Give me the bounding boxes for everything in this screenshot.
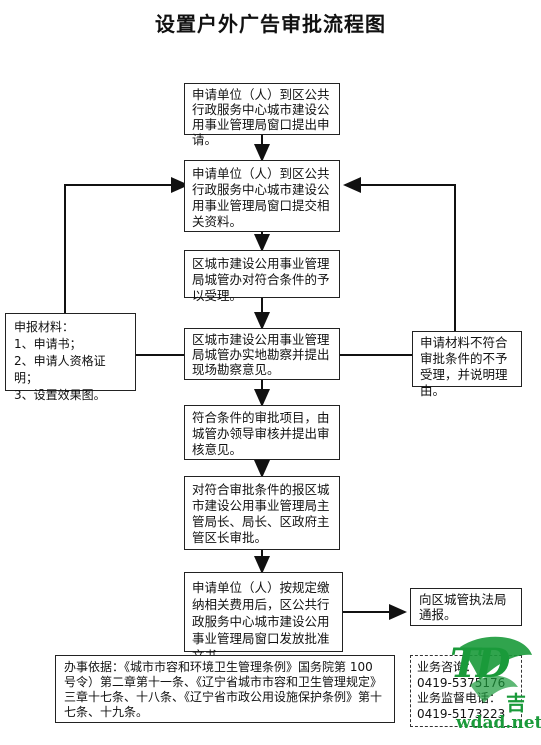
step-4-text: 区城市建设公用事业管理局城管办实地勘察并提出现场勘察意见。 xyxy=(192,332,330,377)
contact-box: 业务咨询： 0419-5375176 业务监督电话： 0419-5173223 xyxy=(410,655,522,727)
step-6-text: 对符合审批条件的报区城市建设公用事业管理局主管局长、局长、区政府主管区长审批。 xyxy=(192,482,330,545)
page-title: 设置户外广告审批流程图 xyxy=(155,12,386,36)
watermark-site: wdad.net xyxy=(456,713,541,733)
step-2-submit-materials: 申请单位（人）到区公共行政服务中心城市建设公用事业管理局窗口提交相关资料。 xyxy=(184,160,340,232)
step-3-text: 区城市建设公用事业管理局城管办对符合条件的予以受理。 xyxy=(192,256,330,303)
arrow-reject-loop xyxy=(340,177,456,356)
step-1-submit-application: 申请单位（人）到区公共行政服务中心城市建设公用事业管理局窗口提出申请。 xyxy=(184,83,340,147)
step-5-review: 符合条件的审批项目，由城管办领导审核并提出审核意见。 xyxy=(184,405,340,460)
legal-basis-text: 办事依据：《城市市容和环境卫生管理条例》国务院第 100 号令）第二章第十一条、… xyxy=(64,660,383,719)
legal-basis-box: 办事依据：《城市市容和环境卫生管理条例》国务院第 100 号令）第二章第十一条、… xyxy=(55,655,395,723)
step-1-text: 申请单位（人）到区公共行政服务中心城市建设公用事业管理局窗口提出申请。 xyxy=(192,87,330,147)
step-3-accept: 区城市建设公用事业管理局城管办对符合条件的予以受理。 xyxy=(184,250,340,303)
step-5-text: 符合条件的审批项目，由城管办领导审核并提出审核意见。 xyxy=(192,410,330,457)
supervision-phone: 0419-5173223 xyxy=(417,706,506,721)
step-4-site-inspection: 区城市建设公用事业管理局城管办实地勘察并提出现场勘察意见。 xyxy=(184,328,340,380)
reject-note-box: 申请材料不符合审批条件的不予受理，并说明理由。 xyxy=(412,331,522,398)
materials-item-2: 2、申请人资格证明； xyxy=(14,354,106,385)
step-2-text: 申请单位（人）到区公共行政服务中心城市建设公用事业管理局窗口提交相关资料。 xyxy=(192,166,330,229)
enforcement-note-box: 向区城管执法局通报。 xyxy=(410,588,522,626)
watermark-logo: TD 吉 wdad.net xyxy=(440,625,541,740)
materials-item-3: 3、设置效果图。 xyxy=(14,388,106,402)
step-7-text: 申请单位（人）按规定缴纳相关费用后，区公共行政服务中心城市建设公用事业管理局窗口… xyxy=(192,580,330,663)
step-6-approval: 对符合审批条件的报区城市建设公用事业管理局主管局长、局长、区政府主管区长审批。 xyxy=(184,476,340,550)
watermark-char: 吉 xyxy=(506,691,526,715)
consult-label: 业务咨询： xyxy=(417,660,478,674)
watermark-leaf-icon xyxy=(460,636,532,703)
materials-heading: 申报材料： xyxy=(14,320,75,334)
watermark-letters: TD xyxy=(450,640,510,687)
application-materials-box: 申报材料： 1、申请书； 2、申请人资格证明； 3、设置效果图。 xyxy=(5,313,136,402)
materials-item-1: 1、申请书； xyxy=(14,337,82,351)
reject-note-text: 申请材料不符合审批条件的不予受理，并说明理由。 xyxy=(420,335,508,398)
step-7-issue-permit: 申请单位（人）按规定缴纳相关费用后，区公共行政服务中心城市建设公用事业管理局窗口… xyxy=(184,572,343,663)
enforcement-note-text: 向区城管执法局通报。 xyxy=(419,592,507,622)
